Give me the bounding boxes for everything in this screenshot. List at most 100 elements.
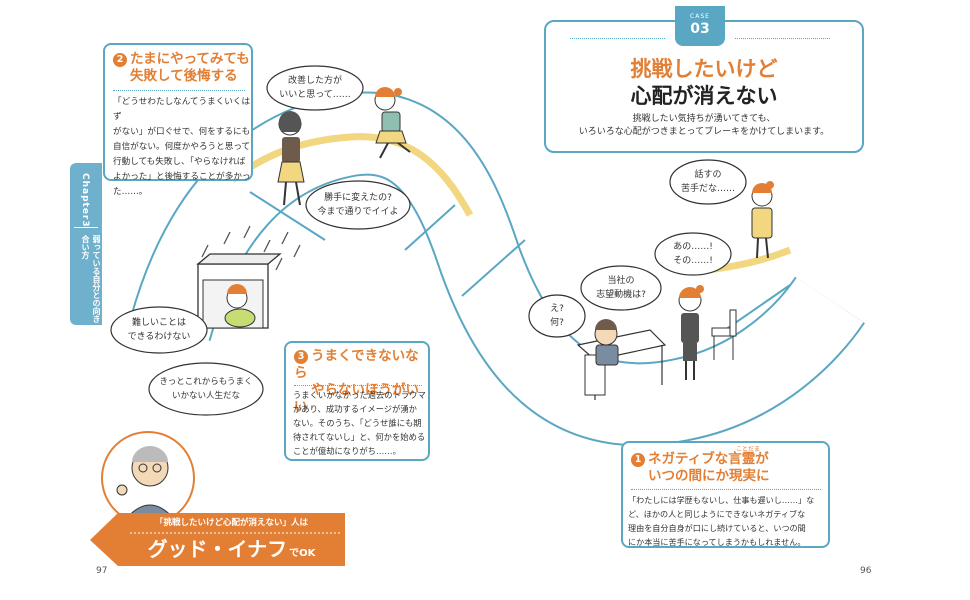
bubble-shape — [305, 180, 411, 230]
info-box-1-title-line1: ネガティブな言霊が — [648, 451, 769, 467]
info-box-1-rule — [631, 489, 821, 490]
divider — [404, 204, 456, 251]
bubble-ano: あの……! その……! — [655, 240, 731, 268]
bubble-eh: え? 何? — [529, 302, 585, 330]
bubble-improve: 改善した方が いいと思って…… — [267, 74, 363, 102]
bubble-line: きっとこれからもうまく — [159, 377, 253, 387]
body-line: にか本当に苦手になってしまうかもしれません。 — [628, 537, 806, 547]
info-box-3-title-line2: やらないほうがいい — [294, 382, 419, 415]
bubble-line: 何? — [550, 318, 564, 328]
banner-line1: 「挑戦したいけど心配が消えない」人は — [154, 518, 308, 528]
body-line: うまくいかなかった過去のトラウマ — [293, 390, 426, 400]
bubble-motive: 当社の 志望動機は? — [581, 274, 661, 302]
banner-main: グッド・イナフでOK — [118, 535, 345, 568]
page-number-left: 97 — [96, 566, 108, 576]
body-line: 自信がない。何度かやろうと思って — [113, 142, 251, 152]
divider — [461, 239, 526, 297]
header-title-line2: 心配が消えない — [630, 84, 778, 108]
bubble-changed: 勝手に変えたの? 今まで通りでイイよ — [306, 191, 410, 219]
case-label: CASE — [690, 13, 710, 20]
bubble-shape — [148, 362, 264, 416]
bubble-shape — [580, 265, 662, 311]
body-line: 行動しても失敗し、「やらなければ — [113, 157, 246, 167]
bubble-shape — [654, 232, 732, 276]
woman-running — [374, 87, 411, 159]
road-yellow — [229, 133, 474, 217]
info-box-2-number: 2 — [113, 53, 127, 67]
banner-main-text: グッド・イナフ — [147, 537, 288, 561]
page-number-right: 96 — [860, 566, 872, 576]
bubble-line: できるわけない — [127, 332, 191, 342]
info-box-1-title-line2: いつの間にか現実に — [648, 468, 770, 484]
bubble-shape — [266, 65, 364, 111]
chapter-tab: Chapter3 弱っている自分との向き合い方 — [70, 163, 102, 325]
bubble-line: 話すの — [694, 170, 722, 180]
header-rule — [735, 38, 830, 39]
body-line: 「どうせわたしなんてうまくいくはず — [113, 97, 251, 122]
chapter-divider — [74, 227, 98, 228]
bubble-anxious: 話すの 苦手だな…… — [670, 168, 746, 196]
bubble-line: あの……! — [673, 242, 713, 252]
body-line: 理由を自分自身が口にし続けていると、いつの間 — [628, 523, 806, 533]
info-box-2-title-line1: たまにやってみても — [130, 51, 250, 67]
woman-walking — [277, 111, 305, 206]
banner-suffix: でOK — [289, 548, 316, 559]
info-box-3-number: 3 — [294, 350, 308, 364]
bubble-nolife: きっとこれからもうまく いかない人生だな — [149, 375, 263, 403]
body-line: 待されてないし」と、何かを始める — [293, 432, 426, 442]
bubble-line: 今まで通りでイイよ — [317, 207, 399, 217]
header-subtitle-line2: いろいろな心配がつきまとってブレーキをかけてしまいます。 — [578, 127, 830, 137]
bubble-line: え? — [550, 304, 564, 314]
girl-crouching — [224, 284, 256, 328]
interviewer-man — [594, 319, 619, 366]
body-line: ことが億劫になりがち……。 — [293, 446, 401, 456]
bubble-line: その……! — [673, 256, 713, 266]
info-box-2-title-line2: 失敗して後悔する — [130, 68, 238, 84]
case-badge: CASE 03 — [675, 6, 725, 46]
body-line: があり、成功するイメージが湧か — [293, 404, 417, 414]
advisor-portrait — [101, 431, 195, 525]
info-box-1-ruby: ことだま — [736, 446, 760, 453]
bubble-line: 苦手だな…… — [680, 184, 735, 194]
bubble-line: 難しいことは — [131, 318, 186, 328]
bubble-difficult: 難しいことは できるわけない — [111, 316, 207, 344]
body-line: 「わたしには学歴もないし、仕事も遅いし……」な — [628, 495, 815, 505]
body-line: がない」が口ぐせで、何をするにも — [113, 127, 251, 137]
body-line: ど、ほかの人と同じようにできないネガティブな — [628, 509, 806, 519]
header-subtitle-line1: 挑戦したい気持ちが湧いてきても、 — [632, 114, 776, 124]
bubble-line: 勝手に変えたの? — [324, 193, 392, 203]
body-line: た……。 — [113, 187, 148, 197]
chapter-title: 弱っている自分との向き合い方 — [81, 235, 101, 323]
track-inner — [131, 93, 864, 445]
bubble-line: いいと思って…… — [279, 90, 351, 100]
bubble-line: いかない人生だな — [171, 391, 240, 401]
divider — [249, 191, 326, 241]
body-line: よかった」と後悔することが多かっ — [113, 172, 251, 182]
info-box-2-rule — [113, 90, 245, 91]
case-number: 03 — [690, 21, 710, 37]
bubble-shape — [528, 294, 586, 338]
bubble-line: 当社の — [607, 276, 635, 286]
bubble-line: 志望動機は? — [596, 290, 646, 300]
chapter-label: Chapter3 — [80, 173, 90, 228]
info-box-3-body: うまくいかなかった過去のトラウマ があり、成功するイメージが湧か ない。そのうち… — [293, 388, 431, 458]
info-box-1-number: 1 — [631, 453, 645, 467]
bubble-shape — [669, 159, 747, 205]
body-line: ない。そのうち、「どうせ誰にも期 — [293, 418, 422, 428]
banner-arrow — [90, 513, 345, 566]
info-box-1-body: 「わたしには学歴もないし、仕事も遅いし……」な ど、ほかの人と同じようにできない… — [628, 493, 830, 549]
empty-chair — [711, 309, 737, 360]
bubble-shape — [110, 306, 208, 354]
info-box-3-rule — [294, 385, 422, 386]
info-box-3-title-line1: うまくできないなら — [294, 348, 419, 381]
girl-with-bag — [751, 181, 774, 259]
header-rule — [570, 38, 665, 39]
header-title-line1: 挑戦したいけど — [630, 57, 778, 81]
bubble-line: 改善した方が — [287, 76, 342, 86]
